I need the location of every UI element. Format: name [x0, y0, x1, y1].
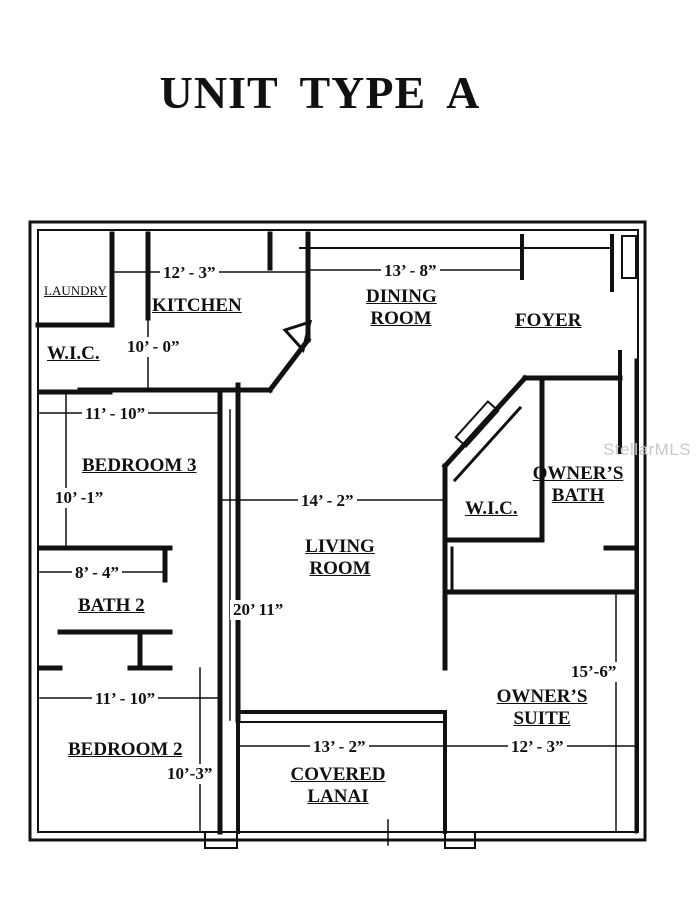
owners-bath-line-2: BATH [551, 485, 605, 506]
room-label-kitchen: KITCHEN [152, 295, 242, 316]
lanai-line-1: COVERED [290, 764, 386, 785]
lanai-line-2: LANAI [307, 786, 369, 807]
room-label-owners-suite: OWNER’S SUITE [492, 686, 592, 730]
room-label-bedroom-3: BEDROOM 3 [82, 455, 197, 476]
outer-walls [28, 220, 647, 842]
room-label-foyer: FOYER [515, 310, 582, 331]
dim-kitchen-depth: 10’ - 0” [124, 337, 183, 357]
dim-dining-width: 13’ - 8” [381, 261, 440, 281]
room-label-owners-bath: OWNER’S BATH [528, 463, 628, 507]
dim-living-width: 14’ - 2” [298, 491, 357, 511]
owners-bath-line-1: OWNER’S [532, 463, 624, 484]
dining-line-2: ROOM [370, 308, 432, 329]
dim-bedroom2-depth: 10’-3” [164, 764, 216, 784]
room-label-bedroom-2: BEDROOM 2 [68, 739, 183, 760]
watermark: StellarMLS [603, 440, 692, 459]
living-line-2: ROOM [309, 558, 371, 579]
room-label-bath-2: BATH 2 [78, 595, 145, 616]
foyer-walls [520, 234, 637, 454]
dim-living-depth: 20’ 11” [230, 600, 287, 620]
owners-suite-line-1: OWNER’S [496, 686, 588, 707]
room-label-laundry: LAUNDRY [44, 283, 107, 298]
dim-kitchen-width: 12’ - 3” [160, 263, 219, 283]
room-label-wic-right: W.I.C. [465, 498, 518, 519]
left-wing-walls [35, 269, 241, 835]
dim-lanai-width: 13’ - 2” [310, 737, 369, 757]
lanai-walls [204, 710, 476, 849]
dim-bedroom2-width: 11’ - 10” [92, 689, 159, 709]
room-label-covered-lanai: COVERED LANAI [285, 764, 391, 808]
owners-suite-line-2: SUITE [513, 708, 571, 729]
dining-line-1: DINING [366, 286, 437, 307]
room-label-living: LIVING ROOM [300, 536, 380, 580]
dim-owners-suite-width: 12’ - 3” [508, 737, 567, 757]
dim-bath2-width: 8’ - 4” [72, 563, 123, 583]
living-line-1: LIVING [305, 536, 375, 557]
owners-wing-walls [441, 358, 639, 834]
plan-title: UNIT TYPE A [159, 67, 481, 118]
dim-owners-suite-depth: 15’-6” [568, 662, 620, 682]
dim-bedroom3-width: 11’ - 10” [82, 404, 149, 424]
room-label-dining: DINING ROOM [366, 286, 437, 330]
dim-bedroom3-depth: 10’ -1” [52, 488, 107, 508]
room-label-wic-left: W.I.C. [47, 343, 100, 364]
